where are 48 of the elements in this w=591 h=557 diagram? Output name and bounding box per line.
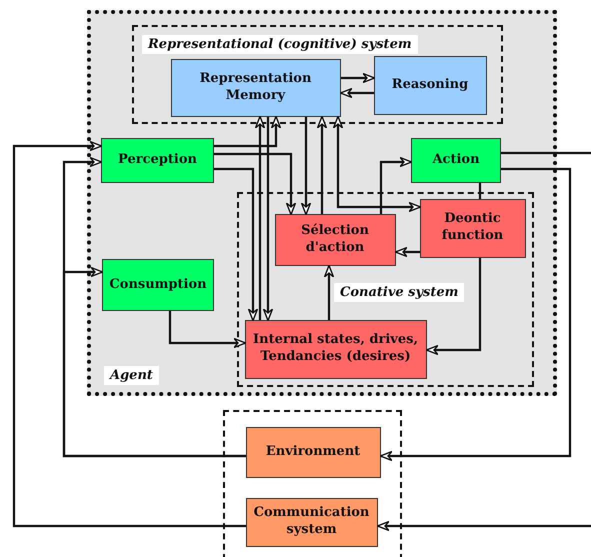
arrow <box>394 246 420 258</box>
agent-boundary <box>87 10 557 396</box>
process-box <box>170 58 340 116</box>
box-label: Consumption <box>108 276 208 294</box>
box-label: Communication system <box>252 505 370 539</box>
process-box <box>374 56 486 114</box>
arrow <box>332 116 422 212</box>
process-box <box>411 138 501 183</box>
process-box <box>244 320 426 378</box>
group-label: Representational (cognitive) system <box>142 35 418 54</box>
box-label: Reasoning <box>390 76 470 94</box>
group-label: Conative system <box>334 283 464 302</box>
arrow <box>324 264 334 320</box>
arrow <box>12 140 246 528</box>
arrow <box>254 116 266 320</box>
subsystem-boundary <box>132 25 503 124</box>
arrow <box>168 311 246 348</box>
arrow <box>300 117 312 216</box>
arrow <box>316 116 328 214</box>
arrow <box>426 258 482 356</box>
box-label: Representation Memory <box>198 70 312 104</box>
box-label: Deontic function <box>440 211 504 245</box>
arrow <box>214 116 282 148</box>
process-box <box>246 498 378 546</box>
box-label: Environment <box>264 444 362 460</box>
arrow <box>380 168 572 462</box>
arrow <box>376 520 591 532</box>
box-label: Action <box>431 152 481 169</box>
process-box <box>102 259 214 311</box>
arrow <box>262 117 274 322</box>
process-box <box>246 426 380 478</box>
dashed-boundary <box>223 410 402 557</box>
box-label: Sélection d'action <box>300 222 370 256</box>
arrow <box>341 72 376 84</box>
process-box <box>101 138 214 183</box>
connector-line <box>478 183 482 199</box>
process-box <box>274 214 396 266</box>
arrow <box>62 266 246 458</box>
subsystem-boundary <box>237 192 534 387</box>
arrow <box>380 156 412 214</box>
process-box <box>420 198 526 258</box>
arrow <box>214 168 258 322</box>
connector-line <box>501 152 591 154</box>
box-label: Internal states, drives, Tendancies (desires) <box>252 332 419 366</box>
box-label: Perception <box>117 152 198 169</box>
group-label: Agent <box>104 366 159 385</box>
arrow <box>340 88 374 98</box>
arrow <box>214 152 296 216</box>
